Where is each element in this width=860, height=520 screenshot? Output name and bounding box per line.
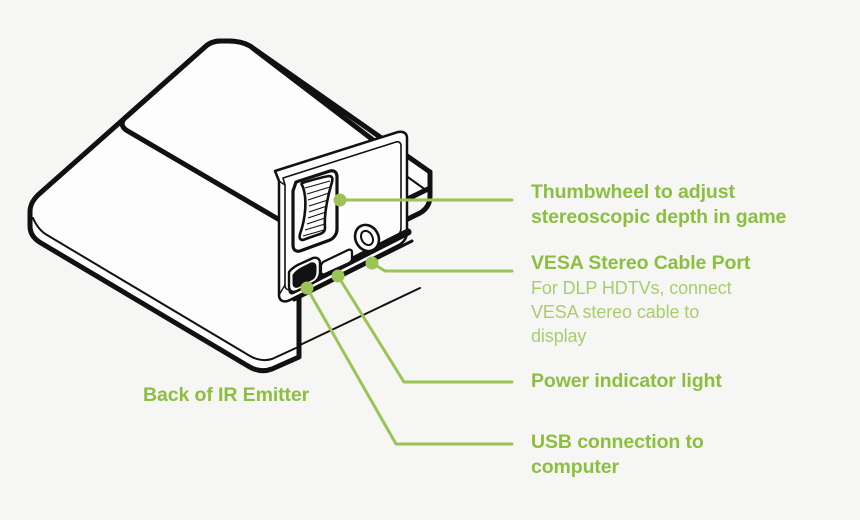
callout-dots xyxy=(300,193,379,295)
callout-power: Power indicator light xyxy=(531,369,851,394)
device-caption: Back of IR Emitter xyxy=(143,384,310,406)
callout-dot-usb xyxy=(300,281,314,295)
leader-line-usb xyxy=(305,286,514,446)
leader-line-vesa xyxy=(370,261,514,273)
callout-vesa: VESA Stereo Cable Port For DLP HDTVs, co… xyxy=(531,251,851,348)
power-indicator-light xyxy=(319,248,354,276)
callout-thumbwheel-title: Thumbwheel to adjust stereoscopic depth … xyxy=(531,181,787,228)
callout-leader-lines xyxy=(305,198,514,446)
device-base-lip-crease xyxy=(32,217,297,361)
device-right-base-crease xyxy=(299,287,421,346)
vesa-stereo-cable-port[interactable] xyxy=(351,221,384,256)
callout-dot-vesa xyxy=(365,256,379,270)
callout-power-title: Power indicator light xyxy=(531,370,722,392)
device-back-right-edge xyxy=(297,169,433,275)
port-panel-frame-outer xyxy=(273,130,409,303)
leader-line-power xyxy=(336,274,514,384)
callout-dot-power xyxy=(331,269,345,283)
callout-vesa-title: VESA Stereo Cable Port xyxy=(531,252,751,274)
callout-dot-thumbwheel xyxy=(333,193,347,207)
callout-usb: USB connection to computer xyxy=(531,430,851,480)
thumbwheel-ribs xyxy=(302,180,331,237)
vesa-port-inner-hole xyxy=(360,229,374,247)
power-led-slot xyxy=(319,248,354,276)
callout-vesa-body: For DLP HDTVs, connect VESA stereo cable… xyxy=(531,278,732,346)
usb-port[interactable] xyxy=(287,256,322,293)
callout-thumbwheel: Thumbwheel to adjust stereoscopic depth … xyxy=(531,180,851,230)
port-panel-shadow-band-2 xyxy=(292,239,414,302)
port-panel-left-bevel xyxy=(278,180,286,296)
thumbwheel[interactable] xyxy=(291,169,339,253)
usb-port-cavity xyxy=(292,262,317,288)
callout-usb-title: USB connection to computer xyxy=(531,431,704,478)
